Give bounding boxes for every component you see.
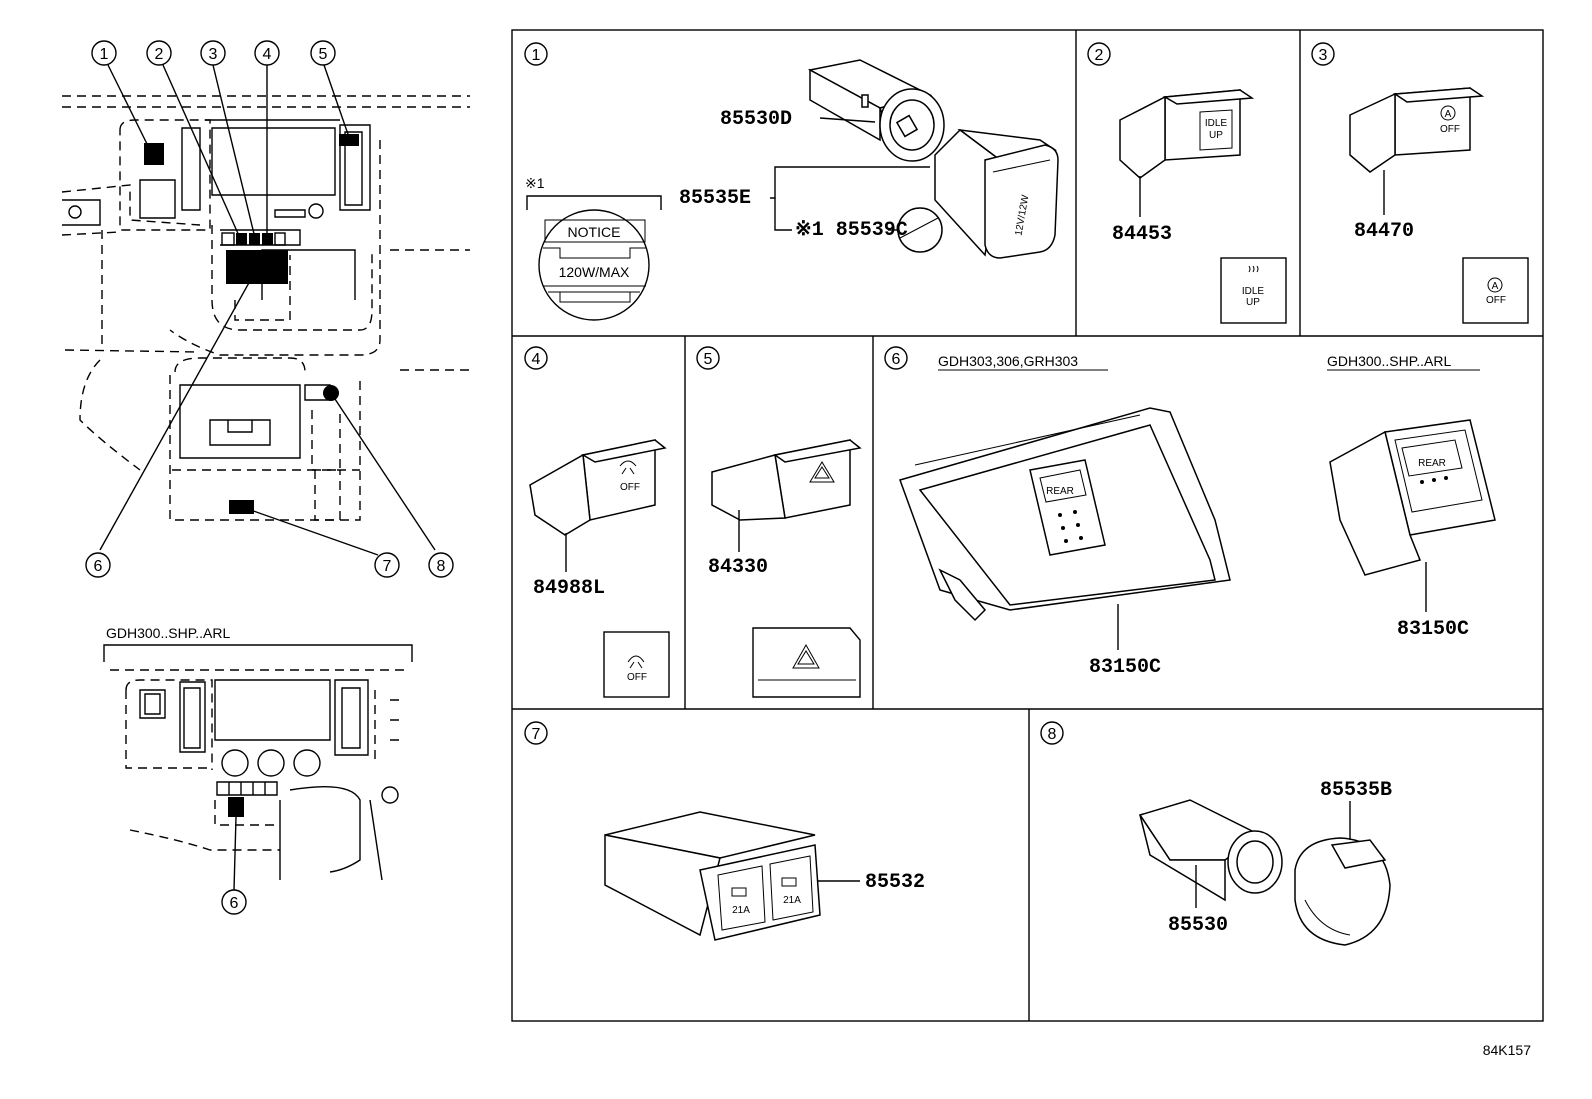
svg-text:UP: UP [1246, 297, 1260, 308]
traction-off-icon [603, 631, 670, 698]
part-85532: 85532 [865, 871, 925, 894]
variant-caption: GDH300..SHP..ARL [106, 625, 230, 641]
panel-2-number: 2 [1095, 47, 1104, 64]
variant-left: GDH303,306,GRH303 [938, 353, 1078, 369]
notice-title: NOTICE [568, 224, 621, 240]
svg-text:OFF: OFF [627, 672, 647, 683]
panel-7-number: 7 [532, 726, 541, 743]
svg-text:3: 3 [209, 46, 218, 63]
panel-4: 4 OFF 84988L OFF [524, 346, 670, 698]
variant-right: GDH300..SHP..ARL [1327, 353, 1451, 369]
svg-text:UP: UP [1209, 130, 1223, 141]
hazard-icon [752, 627, 861, 698]
svg-text:4: 4 [263, 46, 272, 63]
panel-4-number: 4 [532, 351, 541, 368]
svg-text:21A: 21A [783, 895, 801, 906]
notice-rating: 120W/MAX [559, 264, 630, 280]
svg-text:2: 2 [155, 46, 164, 63]
svg-text:1: 1 [100, 46, 109, 63]
svg-text:6: 6 [94, 558, 103, 575]
idle-up-icon [1220, 257, 1287, 324]
svg-text:A: A [1445, 109, 1452, 120]
part-85535B: 85535B [1320, 779, 1392, 802]
svg-text:OFF: OFF [1486, 295, 1506, 306]
dashboard-overview: 1 2 3 4 5 6 7 8 [61, 40, 470, 578]
auto-off-icon [1462, 257, 1529, 324]
part-84453: 84453 [1112, 223, 1172, 246]
panel-1-number: 1 [532, 47, 541, 64]
panel-5: 5 84330 [696, 346, 862, 698]
panel-6: 6 GDH303,306,GRH303 GDH300..SHP..ARL REA… [884, 346, 1496, 679]
svg-text:REAR: REAR [1046, 486, 1074, 497]
callout-1: 1 [91, 40, 117, 66]
svg-text:IDLE: IDLE [1205, 118, 1228, 129]
callout-4: 4 [254, 40, 280, 66]
panel-1: 1 ※1 NOTICE 120W/MAX 12V/12W 85530D 8553… [524, 42, 1059, 321]
svg-text:21A: 21A [732, 905, 750, 916]
panel-6-number: 6 [892, 351, 901, 368]
panel-3: 3 A OFF 84470 A OFF [1311, 42, 1529, 324]
svg-text:OFF: OFF [1440, 124, 1460, 135]
callout-7: 7 [374, 552, 400, 578]
part-85535E: 85535E [679, 187, 751, 210]
variant-callout-6: 6 [221, 889, 247, 915]
svg-text:A: A [1492, 281, 1499, 292]
callout-3: 3 [200, 40, 226, 66]
part-85530: 85530 [1168, 914, 1228, 937]
notice-mark: ※1 [525, 175, 545, 191]
panel-8-number: 8 [1048, 726, 1057, 743]
panel-5-number: 5 [704, 351, 713, 368]
part-83150C-left: 83150C [1089, 656, 1161, 679]
part-83150C-right: 83150C [1397, 618, 1469, 641]
svg-text:5: 5 [319, 46, 328, 63]
svg-text:OFF: OFF [620, 482, 640, 493]
svg-text:8: 8 [437, 558, 446, 575]
callout-5: 5 [310, 40, 336, 66]
panel-8: 8 85535B 85530 [1040, 721, 1392, 946]
svg-text:7: 7 [383, 558, 392, 575]
diagram-code: 84K157 [1483, 1042, 1531, 1058]
panel-3-number: 3 [1319, 47, 1328, 64]
svg-text:IDLE: IDLE [1242, 286, 1265, 297]
svg-text:6: 6 [230, 895, 239, 912]
callout-6: 6 [85, 552, 111, 578]
part-84330: 84330 [708, 556, 768, 579]
panel-2: 2 IDLE UP 84453 IDLE UP [1087, 42, 1287, 324]
callout-8: 8 [428, 552, 454, 578]
panel-7: 7 21A 21A 85532 [524, 721, 925, 941]
part-85539C: ※1 85539C [795, 219, 908, 242]
panel-grid [511, 29, 1544, 1022]
callout-2: 2 [146, 40, 172, 66]
part-84470: 84470 [1354, 220, 1414, 243]
svg-text:REAR: REAR [1418, 458, 1446, 469]
part-84988L: 84988L [533, 577, 605, 600]
variant-overview: GDH300..SHP..ARL 6 [103, 625, 413, 915]
part-85530D: 85530D [720, 108, 792, 131]
